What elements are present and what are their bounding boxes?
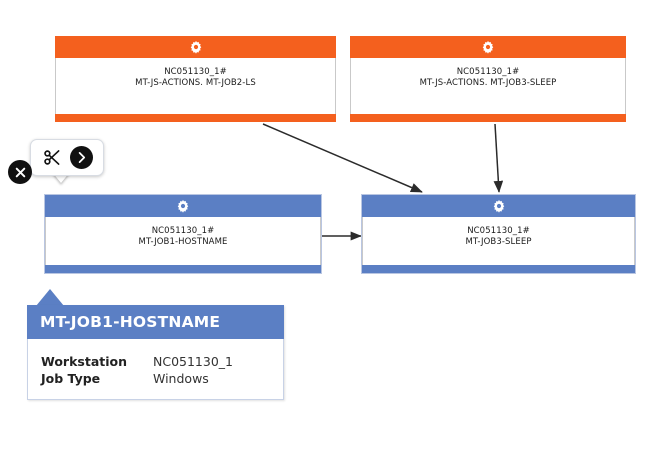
node-footer: [350, 114, 626, 122]
node-line-2: MT-JS-ACTIONS. MT-JOB2-LS: [135, 78, 256, 88]
gear-icon: [177, 199, 189, 213]
node-header: [350, 36, 626, 58]
node-body: NC051130_1# MT-JS-ACTIONS. MT-JOB3-SLEEP: [350, 58, 626, 114]
tooltip-value: Windows: [153, 371, 209, 386]
tooltip-key: Workstation: [41, 354, 128, 369]
action-bubble[interactable]: [30, 139, 104, 176]
tooltip-pointer: [36, 289, 64, 306]
gear-icon: [482, 40, 494, 54]
node-line-2: MT-JS-ACTIONS. MT-JOB3-SLEEP: [419, 78, 557, 88]
node-footer: [362, 265, 635, 273]
scissors-icon[interactable]: [42, 147, 63, 168]
job-stream-node-mt-job3-sleep[interactable]: NC051130_1# MT-JS-ACTIONS. MT-JOB3-SLEEP: [350, 36, 626, 122]
tooltip-body: Workstation NC051130_1 Job Type Windows: [27, 339, 284, 400]
action-bubble-tail: [52, 172, 70, 183]
node-line-1: NC051130_1#: [164, 67, 227, 77]
node-line-2: MT-JOB1-HOSTNAME: [138, 237, 228, 247]
tooltip-value: NC051130_1: [153, 354, 233, 369]
close-glyph: [15, 167, 25, 177]
node-line-1: NC051130_1#: [467, 226, 530, 236]
tooltip-key: Job Type: [41, 371, 101, 386]
tooltip-row-job-type: Job Type Windows: [41, 370, 271, 387]
node-footer: [45, 265, 321, 273]
node-header: [55, 36, 336, 58]
job-stream-node-mt-job2-ls[interactable]: NC051130_1# MT-JS-ACTIONS. MT-JOB2-LS: [55, 36, 336, 122]
gear-icon: [190, 40, 201, 54]
node-line-1: NC051130_1#: [456, 67, 520, 77]
chevron-right-glyph: [78, 152, 85, 163]
job-node-mt-job1-hostname[interactable]: NC051130_1# MT-JOB1-HOSTNAME: [44, 194, 322, 274]
close-circle-icon[interactable]: [8, 160, 32, 184]
tooltip-header: MT-JOB1-HOSTNAME: [27, 305, 284, 339]
connector-jobstream2-to-job3: [493, 123, 504, 193]
job-tooltip: MT-JOB1-HOSTNAME Workstation NC051130_1 …: [27, 305, 284, 400]
chevron-right-circle-icon[interactable]: [69, 146, 93, 169]
gear-icon: [493, 199, 504, 213]
node-body: NC051130_1# MT-JS-ACTIONS. MT-JOB2-LS: [55, 58, 336, 114]
node-line-2: MT-JOB3-SLEEP: [465, 237, 532, 247]
node-footer: [55, 114, 336, 122]
node-body: NC051130_1# MT-JOB1-HOSTNAME: [45, 217, 321, 265]
tooltip-title: MT-JOB1-HOSTNAME: [40, 313, 221, 331]
node-header: [45, 195, 321, 217]
connector-jobstream1-to-job3: [262, 123, 423, 193]
node-header: [362, 195, 635, 217]
node-body: NC051130_1# MT-JOB3-SLEEP: [362, 217, 635, 265]
tooltip-row-workstation: Workstation NC051130_1: [41, 353, 271, 370]
node-line-1: NC051130_1#: [151, 226, 215, 236]
job-node-mt-job3-sleep[interactable]: NC051130_1# MT-JOB3-SLEEP: [361, 194, 636, 274]
